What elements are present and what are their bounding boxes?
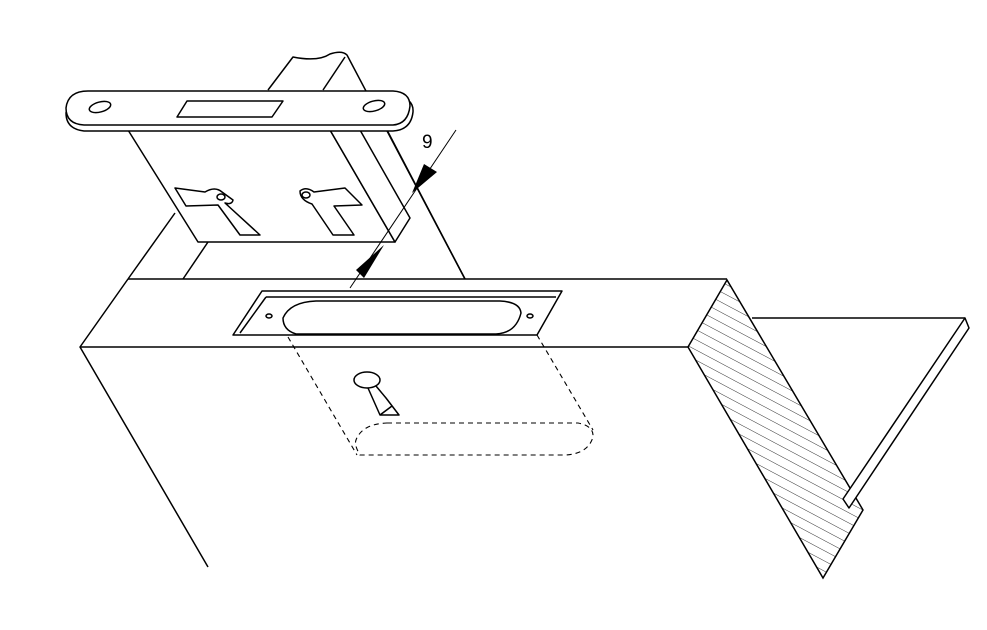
thickness-dimension: 9 bbox=[349, 129, 457, 289]
dimension-label: 9 bbox=[422, 132, 433, 153]
mortise-lock bbox=[65, 90, 466, 280]
faceplate bbox=[65, 90, 414, 132]
door-cross-section-hatch bbox=[687, 278, 864, 580]
door-upright bbox=[127, 51, 466, 280]
side-panel bbox=[752, 317, 970, 509]
hidden-lock-body-outline bbox=[287, 334, 594, 456]
keyhole-icon bbox=[353, 371, 400, 416]
lock-keyhole-right-icon bbox=[299, 187, 363, 236]
dimension-arrow-top bbox=[412, 164, 437, 193]
door-slab bbox=[79, 278, 727, 568]
dimension-arrow-bottom bbox=[356, 245, 384, 278]
lock-keyhole-left-icon bbox=[174, 187, 261, 236]
mortise-recess bbox=[232, 290, 563, 336]
